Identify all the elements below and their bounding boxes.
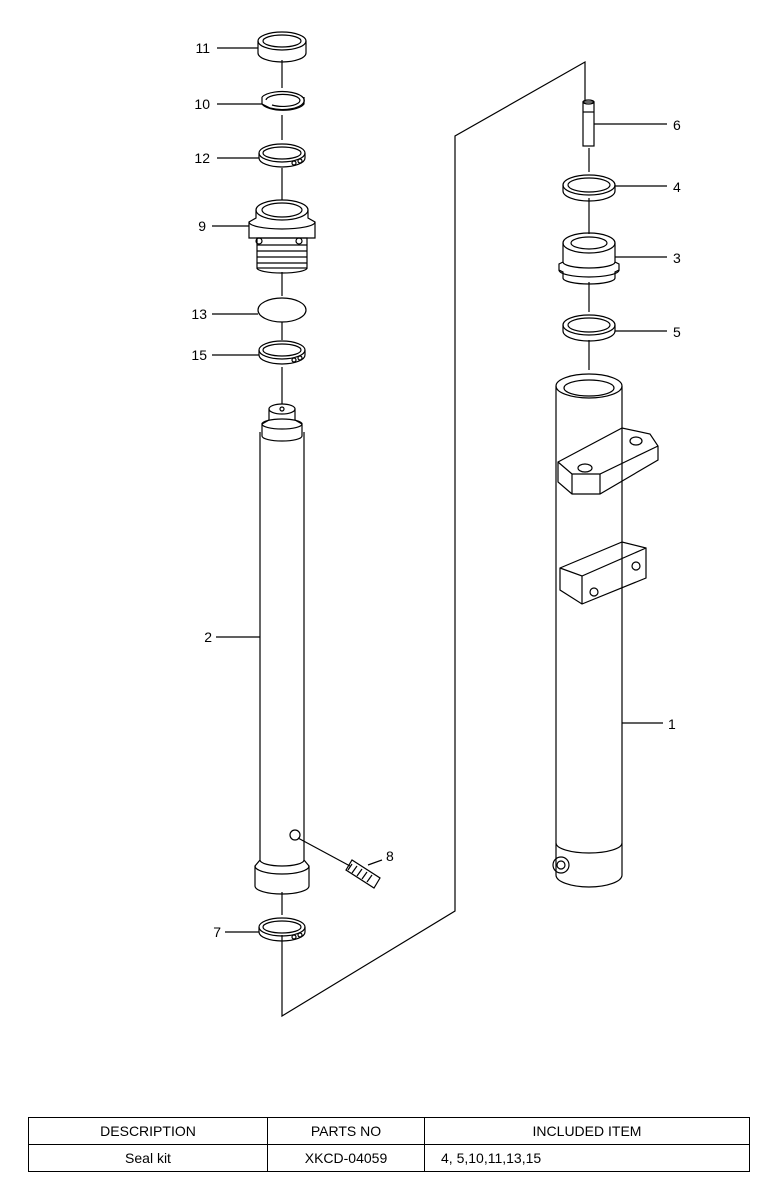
part-9-rod-cover [248,199,316,274]
part-7-retaining-ring [258,917,306,942]
cell-parts-no: XKCD-04059 [267,1144,425,1172]
callout-6: 6 [673,117,681,133]
callout-12: 12 [194,150,210,166]
table-row: Seal kit XKCD-04059 4, 5,10,11,13,15 [28,1144,750,1172]
callout-3: 3 [673,250,681,266]
part-13-o-ring [257,297,307,323]
part-11-dust-wiper [257,31,307,63]
callout-7: 7 [213,924,221,940]
part-5-ring [562,314,616,342]
cell-included-item: 4, 5,10,11,13,15 [424,1144,750,1172]
callout-15: 15 [191,347,207,363]
part-1-cylinder-tube [552,373,659,888]
part-6-pin [582,99,595,147]
parts-table: DESCRIPTION PARTS NO INCLUDED ITEM Seal … [28,1117,750,1172]
callout-8: 8 [386,848,394,864]
callout-2: 2 [204,629,212,645]
exploded-parts-diagram: 11 10 12 9 13 15 2 7 8 6 4 3 5 1 [191,31,681,1018]
callout-11: 11 [195,40,210,56]
part-12-retaining-ring [258,143,306,168]
header-description: DESCRIPTION [28,1117,268,1145]
assembly-boundary-line [281,60,586,1018]
callout-10: 10 [194,96,210,112]
part-4-ring [562,174,616,202]
callout-5: 5 [673,324,681,340]
part-2-piston-rod [254,403,310,895]
header-parts-no: PARTS NO [267,1117,425,1145]
header-included-item: INCLUDED ITEM [424,1117,750,1145]
cell-description: Seal kit [28,1144,268,1172]
part-10-backup-ring [261,90,305,111]
leader-lines [212,47,667,933]
part-15-retaining-ring [258,340,306,365]
callout-13: 13 [191,306,207,322]
part-8-set-screw [297,837,381,889]
callout-4: 4 [673,179,681,195]
callout-9: 9 [198,218,206,234]
table-header-row: DESCRIPTION PARTS NO INCLUDED ITEM [28,1117,750,1145]
part-3-piston [558,232,620,285]
callout-1: 1 [668,716,676,732]
